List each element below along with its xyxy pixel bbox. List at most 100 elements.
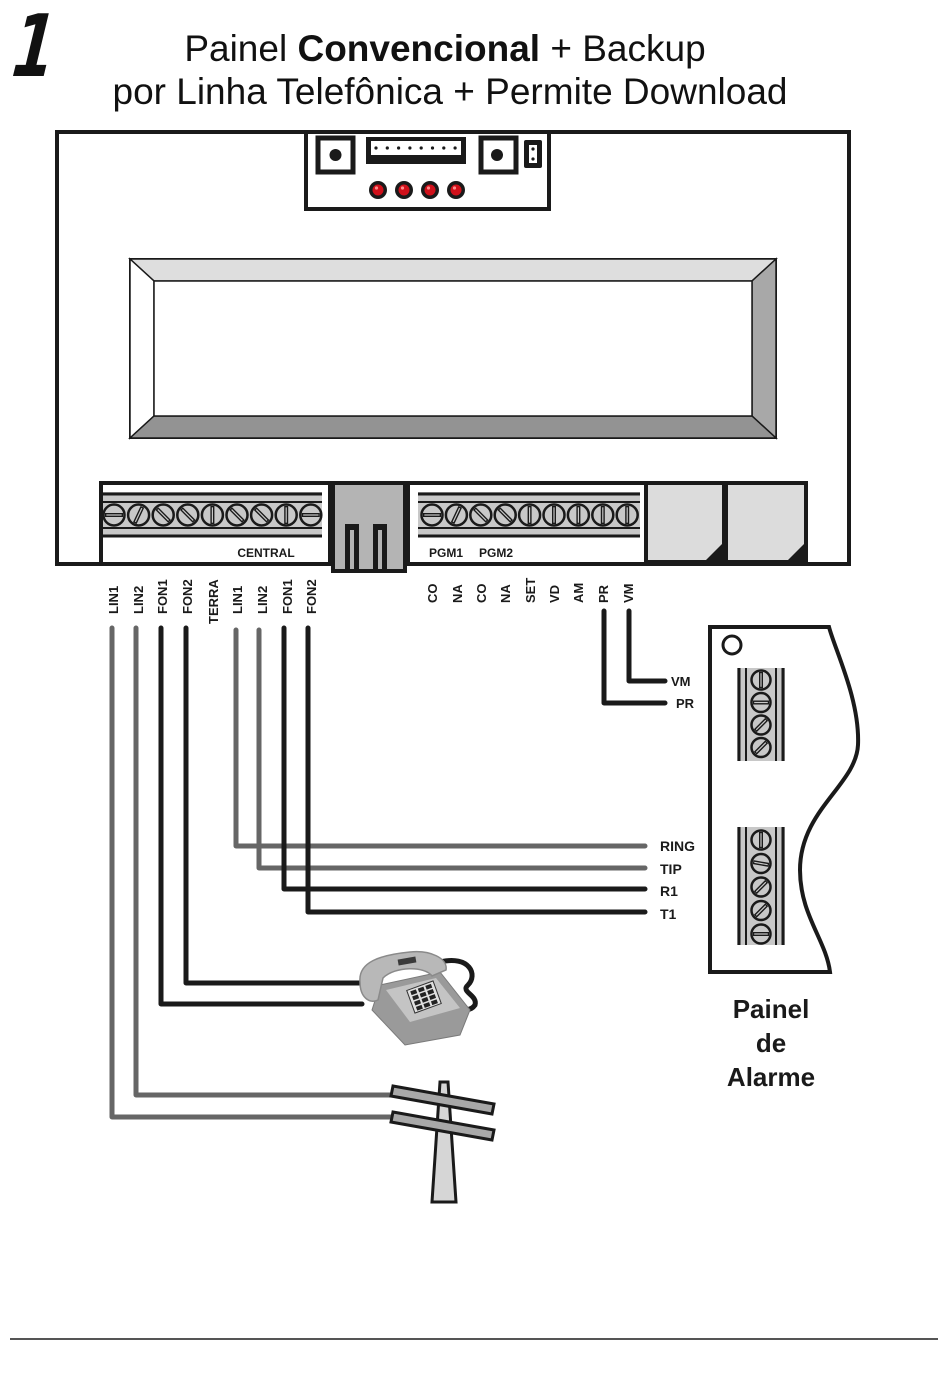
power-connector-1-notch [704, 544, 722, 562]
screw-icon [750, 669, 772, 691]
terminal-label: TERRA [206, 579, 221, 624]
terminal-label: VD [547, 585, 562, 603]
central-label: CENTRAL [237, 546, 294, 560]
screw-icon [615, 503, 639, 527]
pin [442, 146, 446, 150]
wire-pr [601, 608, 668, 706]
led-icon [421, 181, 439, 199]
screw-icon [542, 503, 566, 527]
right-button-dot [491, 149, 503, 161]
wire-lin2-to-pole [133, 625, 398, 1098]
screw-icon [200, 503, 225, 527]
wire-fon2-to-t1 [305, 625, 648, 915]
display-screen [153, 280, 753, 417]
diagram-title-line1: Painel Convencional + Backup [0, 30, 920, 67]
handset-grip [397, 956, 417, 966]
phone-key [423, 1002, 431, 1008]
terminal-label: VM [621, 584, 636, 604]
screw-icon [176, 503, 200, 527]
phone-key [410, 989, 418, 996]
screw-icon [750, 923, 772, 945]
tip-wire-label: TIP [660, 861, 682, 877]
power-connector-2-notch [786, 544, 804, 562]
power-connector-1 [644, 481, 726, 564]
led-icon [447, 181, 465, 199]
rj-slot-inner [350, 530, 354, 569]
terminal-label: CO [425, 584, 440, 604]
screw-icon [591, 503, 615, 527]
title-prefix: Painel [184, 28, 298, 69]
screw-icon [126, 503, 151, 527]
screw-icon [750, 852, 772, 875]
pr-wire-label: PR [676, 696, 695, 711]
rj-connector [331, 481, 407, 573]
phone-key [419, 991, 427, 998]
phone-key [415, 1004, 423, 1011]
wire-lin2-to-tip [256, 627, 648, 871]
display [128, 257, 778, 440]
wire-fon1-to-phone [158, 625, 365, 1007]
jumper-inner [529, 145, 537, 163]
phone-key [417, 986, 425, 993]
screw-icon [274, 503, 298, 527]
wire-fon2-to-phone [183, 625, 363, 986]
jumper-pin [531, 157, 535, 161]
terminal-label: FON1 [155, 579, 170, 614]
display-bevel-bottom [128, 415, 778, 439]
telephone-icon [359, 950, 478, 1046]
utility-pole-icon [389, 1080, 496, 1204]
led-icon [369, 181, 387, 199]
pin [430, 146, 435, 150]
wire-lin1-to-pole [109, 625, 398, 1120]
terminal-label: LIN2 [255, 586, 270, 614]
rj-slot-inner [378, 530, 382, 569]
alarm-panel-label-line3: Alarme [727, 1062, 815, 1092]
alarm-bottom-screws [750, 829, 772, 945]
pgm1-label: PGM1 [429, 546, 463, 560]
screw-icon [750, 876, 772, 898]
screw-icon [299, 503, 323, 527]
pgm2-label: PGM2 [479, 546, 513, 560]
serial-pins [374, 146, 457, 150]
led-icon [395, 181, 413, 199]
screw-icon [444, 503, 469, 527]
display-bevel-left [129, 257, 155, 440]
terminal-label: NA [498, 584, 513, 603]
phone-keys [410, 983, 438, 1011]
ring-wire-label: RING [660, 838, 695, 854]
screw-icon [225, 503, 249, 527]
pole-body [430, 1080, 458, 1204]
screw-icon [566, 503, 591, 527]
terminal-label: CO [474, 584, 489, 604]
phone-key [427, 989, 435, 995]
phone-key [412, 994, 420, 1001]
wire-vm [626, 608, 668, 684]
t1-wire-label: T1 [660, 906, 677, 922]
phone-key [430, 999, 438, 1006]
terminal-label: LIN2 [131, 586, 146, 614]
right-screws [420, 503, 639, 527]
diagram-title-line2: por Linha Telefônica + Permite Download [112, 71, 788, 112]
status-leds [369, 181, 465, 199]
pin [374, 146, 378, 150]
phone-key [429, 994, 437, 1000]
terminal-label: LIN1 [230, 586, 245, 614]
terminal-label: FON2 [304, 579, 319, 614]
phone-key [425, 983, 433, 990]
screw-icon [750, 736, 772, 759]
display-bevel-top [128, 258, 778, 282]
jumper-pin [531, 147, 535, 151]
pin [385, 146, 389, 150]
serial-connector-inner [371, 141, 461, 155]
vm-wire-label: VM [671, 674, 691, 689]
terminal-label: NA [450, 584, 465, 603]
pole-crossarm-upper [389, 1084, 496, 1116]
screw-icon [102, 503, 126, 527]
pin [408, 146, 412, 150]
pin [419, 146, 423, 150]
power-connector-2 [724, 481, 808, 564]
left-button [315, 135, 356, 175]
alarm-panel-mounting-hole [721, 634, 743, 656]
